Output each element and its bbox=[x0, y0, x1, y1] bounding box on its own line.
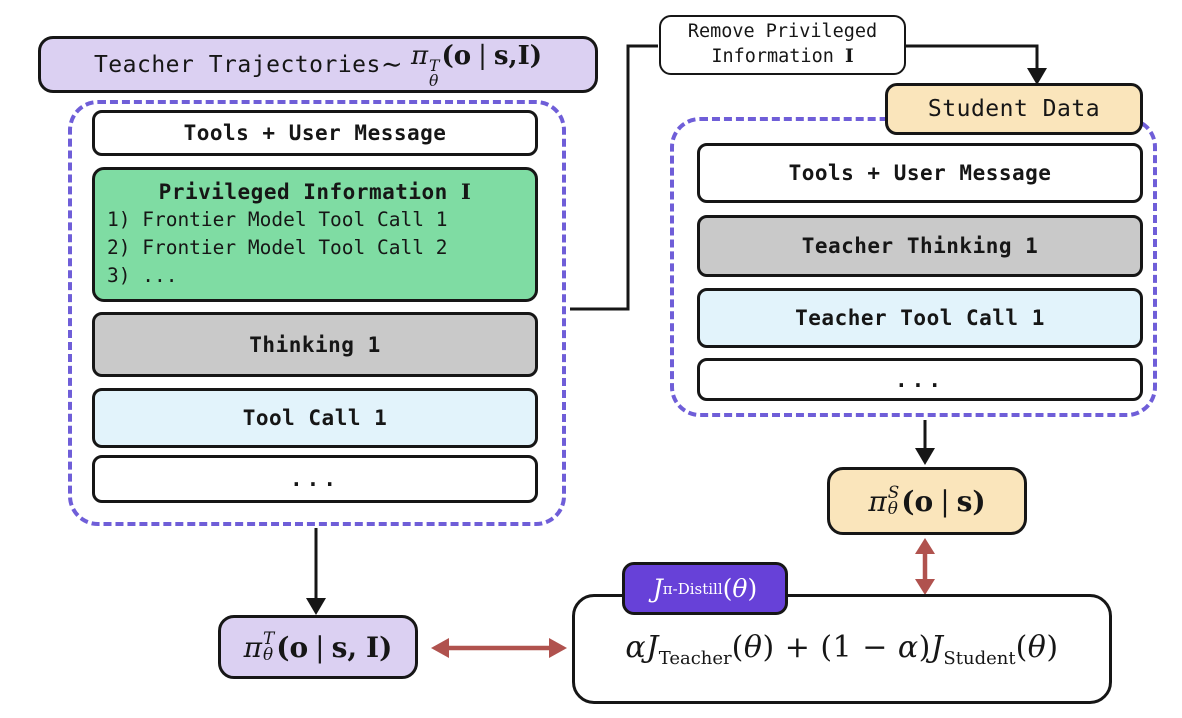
pi-symbol: π bbox=[868, 484, 887, 518]
arrow-left-container-to-teacher-policy bbox=[306, 528, 326, 615]
teacher-tool-call-label: Teacher Tool Call 1 bbox=[795, 306, 1045, 330]
line-left-container-to-remove-box bbox=[570, 44, 658, 311]
arrow-right-container-to-student-policy bbox=[915, 420, 935, 465]
tool-call-box: Tool Call 1 bbox=[92, 388, 538, 448]
teacher-thinking-box: Teacher Thinking 1 bbox=[697, 215, 1143, 277]
student-data-box: Student Data bbox=[885, 83, 1143, 135]
privileged-item: 3) ... bbox=[107, 263, 178, 287]
tools-user-message-box-right: Tools + User Message bbox=[697, 143, 1143, 203]
thinking-label: Thinking 1 bbox=[249, 332, 381, 357]
privileged-information-title: Privileged Information I bbox=[107, 179, 523, 204]
ellipsis-label: ... bbox=[290, 467, 340, 491]
student-data-label: Student Data bbox=[927, 96, 1101, 122]
distill-subscript: π-Distill bbox=[662, 579, 723, 598]
privileged-item: 2) Frontier Model Tool Call 2 bbox=[107, 236, 448, 260]
remove-line2-wrap: Information I bbox=[711, 45, 853, 70]
teacher-trajectory-container bbox=[68, 100, 566, 526]
J-symbol: J bbox=[652, 574, 663, 603]
teacher-tool-call-box: Teacher Tool Call 1 bbox=[697, 288, 1143, 348]
privileged-item: 1) Frontier Model Tool Call 1 bbox=[107, 208, 448, 232]
pi-symbol: π bbox=[243, 630, 263, 664]
tilde-symbol: ∼ bbox=[380, 49, 403, 80]
thinking-box: Thinking 1 bbox=[92, 312, 538, 377]
ellipsis-label: ... bbox=[895, 367, 945, 392]
tools-user-message-label: Tools + User Message bbox=[183, 121, 447, 145]
privileged-title-text: Privileged Information bbox=[158, 180, 448, 205]
remove-I-symbol: I bbox=[845, 46, 854, 67]
tools-user-message-box: Tools + User Message bbox=[92, 110, 538, 156]
tools-user-message-label: Tools + User Message bbox=[788, 161, 1052, 185]
ellipsis-box: ... bbox=[92, 455, 538, 503]
remove-privileged-info-box: Remove Privileged Information I bbox=[659, 15, 906, 75]
ellipsis-box-right: ... bbox=[697, 358, 1143, 401]
remove-line2: Information bbox=[711, 46, 834, 67]
loss-box: αJTeacher(θ) + (1 − α)JStudent(θ) bbox=[572, 594, 1112, 704]
arrow-remove-box-to-student-data bbox=[906, 44, 1047, 85]
remove-line1: Remove Privileged bbox=[687, 21, 878, 43]
teacher-thinking-label: Teacher Thinking 1 bbox=[801, 234, 1039, 258]
header-label: Teacher Trajectories bbox=[93, 51, 381, 78]
double-arrow-teacher-policy-to-loss bbox=[431, 638, 567, 658]
tool-call-label: Tool Call 1 bbox=[242, 406, 388, 430]
privileged-information-box: Privileged Information I 1) Frontier Mod… bbox=[92, 167, 538, 302]
privileged-I-symbol: I bbox=[460, 179, 472, 205]
loss-formula: αJTeacher(θ) + (1 − α)JStudent(θ) bbox=[625, 629, 1059, 669]
double-arrow-student-policy-to-loss bbox=[915, 538, 935, 595]
